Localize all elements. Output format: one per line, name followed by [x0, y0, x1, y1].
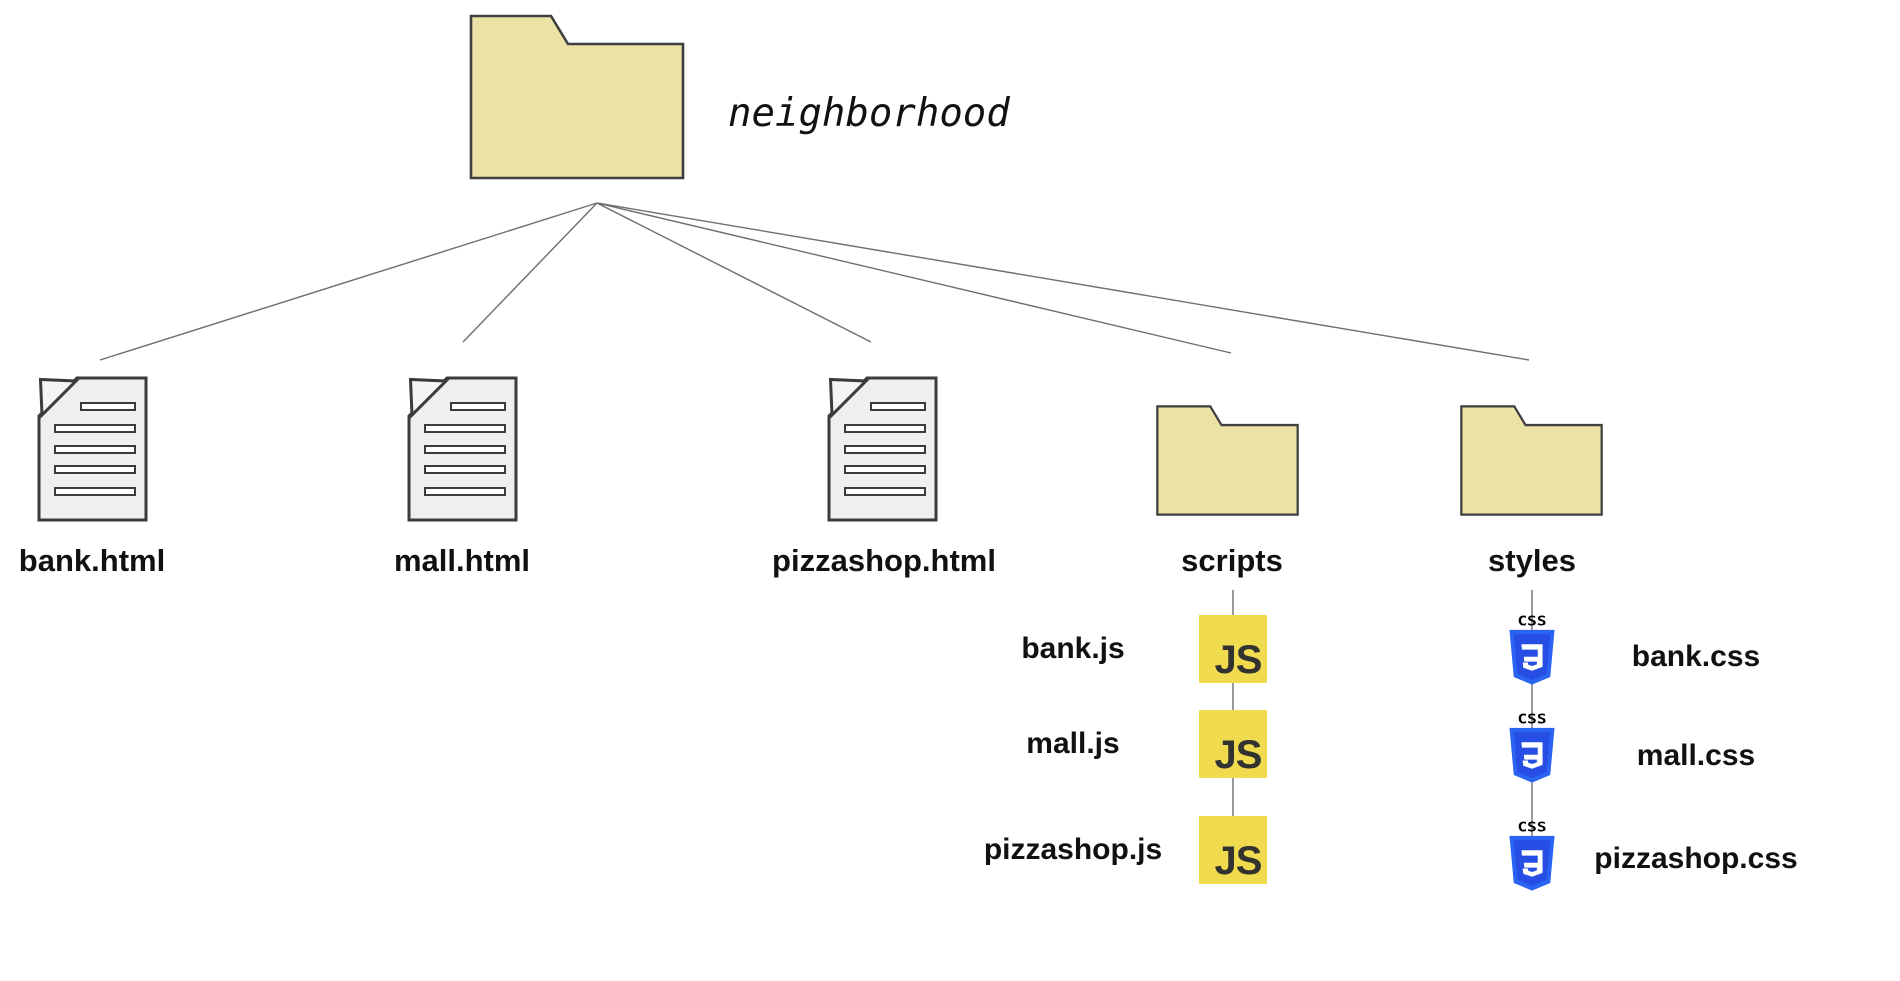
file-label-mall-html: mall.html [393, 543, 531, 578]
file-label-pizzashop-css: pizzashop.css [1594, 842, 1798, 875]
file-label-mall-js: mall.js [1026, 727, 1120, 760]
folder-icon-scripts [1156, 405, 1299, 516]
js-badge-text: JS [1214, 839, 1263, 883]
file-label-bank-css: bank.css [1631, 640, 1761, 673]
document-icon [827, 376, 938, 522]
css3-shield-icon [1509, 629, 1555, 685]
css-badge-text: CSS [1517, 818, 1547, 835]
js-file-icon-pizzashop: JS [1199, 816, 1267, 884]
css-file-icon-mall: CSS [1495, 711, 1569, 784]
html-file-icon-mall [407, 376, 518, 527]
root-fanout-lines [99, 202, 1530, 361]
file-label-pizzashop-html: pizzashop.html [772, 543, 996, 578]
html-file-icon-pizzashop [827, 376, 938, 527]
file-label-bank-html: bank.html [18, 543, 166, 578]
js-file-icon-bank: JS [1199, 615, 1267, 683]
root-folder-label: neighborhood [728, 91, 1010, 136]
file-label-bank-js: bank.js [1021, 632, 1125, 665]
css3-shield-icon [1509, 727, 1555, 783]
js-file-icon-mall: JS [1199, 710, 1267, 778]
column-connector-lines [1232, 590, 1533, 862]
file-label-mall-css: mall.css [1636, 739, 1756, 772]
css-file-icon-pizzashop: CSS [1495, 819, 1569, 892]
folder-label-scripts: scripts [1181, 543, 1283, 578]
css3-shield-icon [1509, 835, 1555, 891]
css-badge-text: CSS [1517, 612, 1547, 629]
document-icon [37, 376, 148, 522]
folder-label-styles: styles [1488, 543, 1576, 578]
document-icon [407, 376, 518, 522]
html-file-icon-bank [37, 376, 148, 527]
folder-icon [1460, 405, 1603, 516]
folder-icon-styles [1460, 405, 1603, 516]
js-badge-text: JS [1214, 638, 1263, 682]
js-badge-text: JS [1214, 733, 1263, 777]
root-folder-icon [469, 14, 685, 180]
file-label-pizzashop-js: pizzashop.js [983, 833, 1163, 866]
css-badge-text: CSS [1517, 710, 1547, 727]
folder-icon [1156, 405, 1299, 516]
css-file-icon-bank: CSS [1495, 613, 1569, 686]
folder-icon [469, 14, 685, 180]
